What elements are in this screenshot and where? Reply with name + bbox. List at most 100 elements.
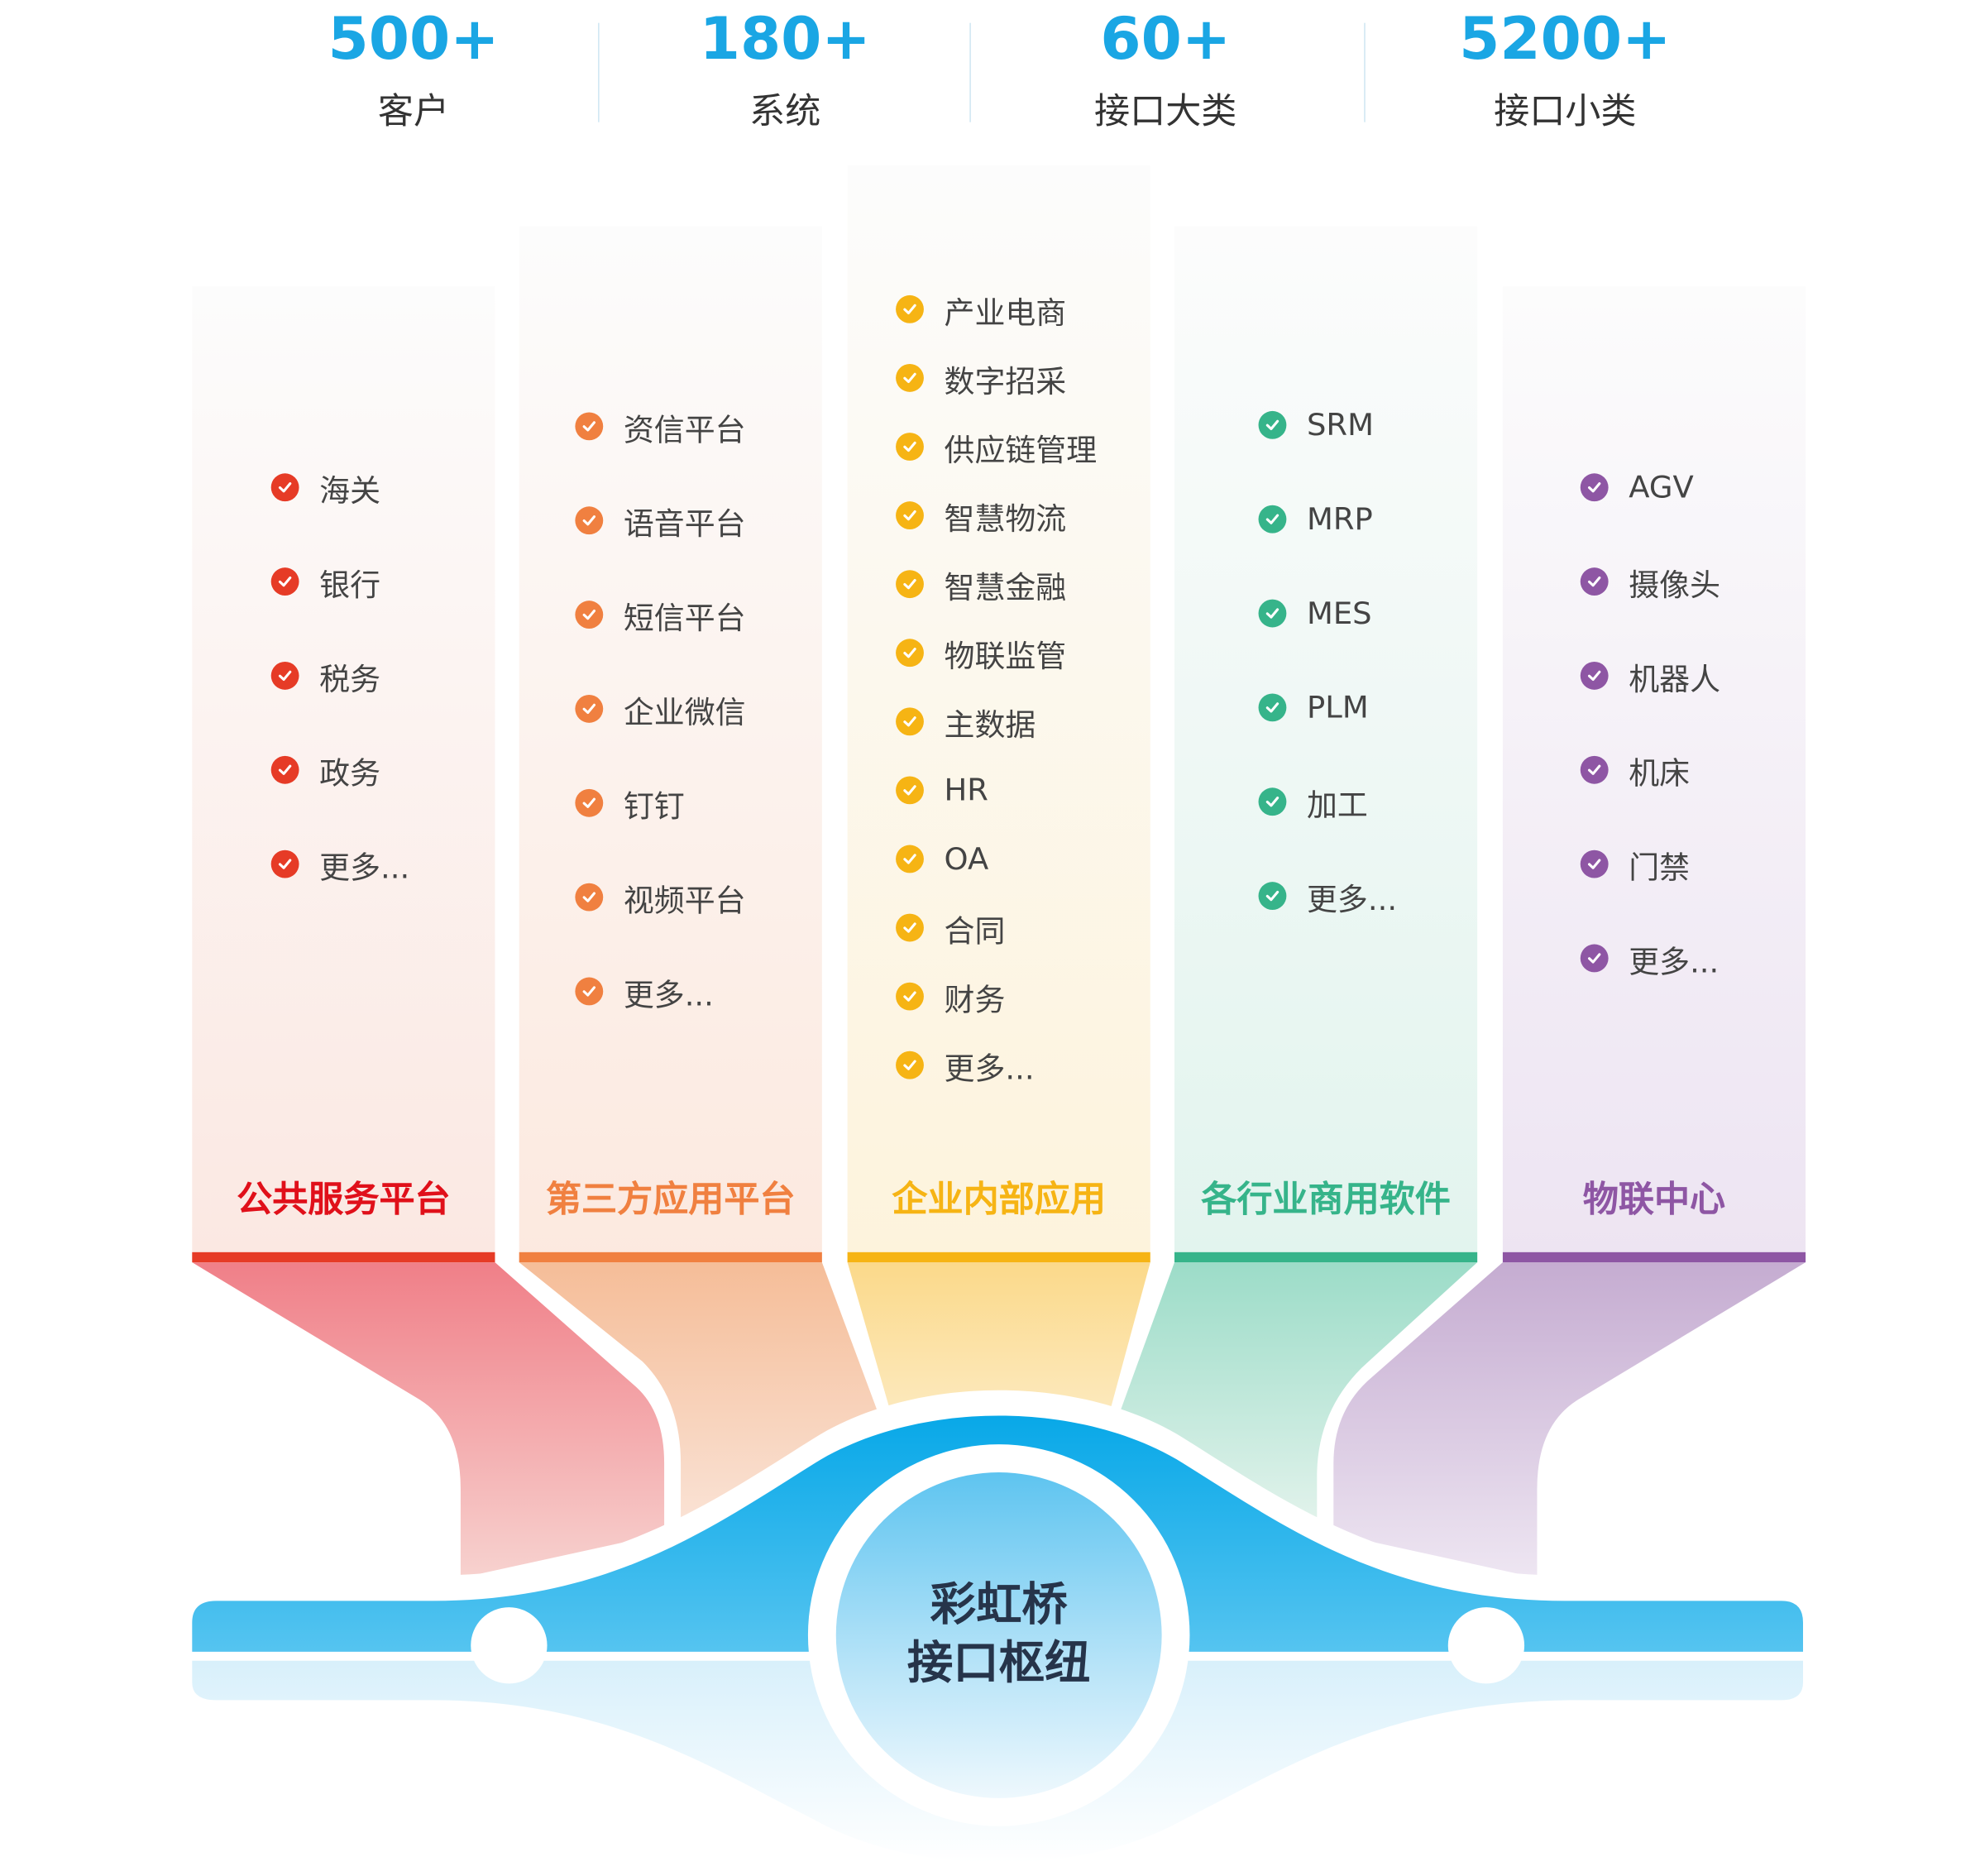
- check-circle-icon: [1580, 661, 1609, 690]
- list-item-label: 机器人: [1629, 661, 1720, 697]
- check-circle-icon: [575, 694, 604, 723]
- list-item-label: 机床: [1629, 755, 1691, 792]
- list-item-label: 主数据: [944, 706, 1036, 743]
- check-circle-icon: [1258, 882, 1287, 910]
- stat-divider: [598, 22, 600, 122]
- list-item: MES: [1258, 594, 1372, 632]
- stat-label: 接口大类: [1094, 90, 1237, 132]
- list-item: 机床: [1580, 751, 1691, 792]
- list-item-label: OA: [944, 840, 989, 877]
- list-item: OA: [896, 840, 988, 878]
- check-circle-icon: [270, 473, 299, 502]
- list-item-label: 门禁: [1629, 849, 1691, 885]
- check-circle-icon: [1580, 755, 1609, 784]
- check-circle-icon: [1258, 410, 1287, 439]
- list-item: 数字招采: [896, 359, 1067, 400]
- list-item: SRM: [1258, 406, 1374, 444]
- list-item: 机器人: [1580, 657, 1720, 696]
- list-item: 摄像头: [1580, 562, 1720, 603]
- check-circle-icon: [270, 567, 299, 596]
- category-column-1: 资信平台语音平台短信平台企业微信钉钉视频平台更多...第三方应用平台: [519, 226, 822, 1263]
- list-item-label: 更多...: [944, 1050, 1035, 1087]
- column-color-bar: [847, 1251, 1150, 1263]
- stat-divider: [1364, 22, 1366, 122]
- list-item-label: 物联监管: [944, 638, 1067, 674]
- funnel-public: [192, 1262, 665, 1578]
- column-color-bar: [1502, 1251, 1806, 1263]
- category-column-0: 海关银行税务政务更多...公共服务平台: [192, 286, 495, 1263]
- list-item-label: 数字招采: [944, 363, 1067, 400]
- stat-0: 500+客户: [248, 0, 579, 135]
- check-circle-icon: [896, 845, 924, 873]
- check-circle-icon: [575, 977, 604, 1006]
- list-item-label: 产业电商: [944, 294, 1067, 331]
- list-item-label: 短信平台: [623, 600, 746, 636]
- check-circle-icon: [575, 601, 604, 629]
- check-circle-icon: [896, 501, 924, 529]
- check-circle-icon: [1580, 567, 1609, 596]
- list-item: PLM: [1258, 688, 1369, 726]
- list-item-label: PLM: [1306, 689, 1369, 725]
- stat-1: 180+系统: [619, 0, 950, 135]
- list-item: 物联监管: [896, 634, 1066, 674]
- stat-value: 5200+: [1459, 3, 1672, 73]
- column-title: 第三方应用平台: [545, 1178, 796, 1221]
- check-circle-icon: [896, 433, 924, 461]
- check-circle-icon: [270, 849, 299, 878]
- check-circle-icon: [896, 707, 924, 736]
- funnels: [192, 1262, 1806, 1578]
- check-circle-icon: [1258, 505, 1287, 534]
- column-color-bar: [519, 1251, 822, 1263]
- list-item: 海关: [270, 468, 380, 509]
- list-item-label: 摄像头: [1629, 567, 1720, 603]
- stat-label: 系统: [749, 90, 821, 132]
- check-circle-icon: [896, 1050, 924, 1079]
- check-circle-icon: [270, 755, 299, 784]
- hub-circle: [835, 1472, 1162, 1798]
- list-item: 钉钉: [575, 784, 685, 824]
- list-item-label: HR: [944, 772, 988, 808]
- check-circle-icon: [1258, 693, 1287, 722]
- list-item-label: 合同: [944, 912, 1006, 949]
- list-item-label: 更多...: [1306, 881, 1398, 917]
- list-item: 供应链管理: [896, 428, 1097, 467]
- list-item: 主数据: [896, 702, 1036, 743]
- list-item-label: 企业微信: [623, 694, 746, 730]
- column-color-bar: [1174, 1251, 1478, 1263]
- list-item: 更多...: [1258, 877, 1397, 916]
- list-item: MRP: [1258, 500, 1373, 538]
- list-item: 智慧物流: [896, 496, 1066, 536]
- list-item-label: 智慧物流: [944, 500, 1067, 537]
- list-item: 智慧金融: [896, 565, 1067, 605]
- list-item-label: 政务: [319, 755, 380, 792]
- list-item: 门禁: [1580, 845, 1690, 885]
- list-item: 更多...: [896, 1046, 1035, 1086]
- list-item-label: MRP: [1306, 501, 1373, 538]
- list-item: 政务: [270, 751, 380, 792]
- list-item-label: 智慧金融: [944, 569, 1067, 605]
- stat-2: 60+接口大类: [1000, 0, 1331, 135]
- list-item-label: 海关: [319, 472, 380, 509]
- list-item: 银行: [270, 562, 380, 602]
- bridge-hole-right: [1447, 1607, 1525, 1684]
- check-circle-icon: [575, 883, 604, 912]
- list-item: 更多...: [575, 972, 714, 1012]
- stat-label: 客户: [377, 90, 450, 132]
- list-item: 企业微信: [575, 690, 746, 730]
- check-circle-icon: [575, 788, 604, 817]
- check-circle-icon: [1258, 599, 1287, 628]
- funnel-internal: [847, 1262, 1150, 1413]
- check-circle-icon: [896, 776, 924, 805]
- list-item-label: 税务: [319, 661, 380, 697]
- check-circle-icon: [896, 294, 924, 323]
- list-item-label: 视频平台: [623, 882, 746, 918]
- column-title: 公共服务平台: [237, 1178, 451, 1221]
- hub-title-line2: 接口枢纽: [906, 1637, 1091, 1691]
- check-circle-icon: [1580, 473, 1609, 502]
- stat-3: 5200+接口小类: [1399, 0, 1730, 135]
- list-item: HR: [896, 771, 988, 809]
